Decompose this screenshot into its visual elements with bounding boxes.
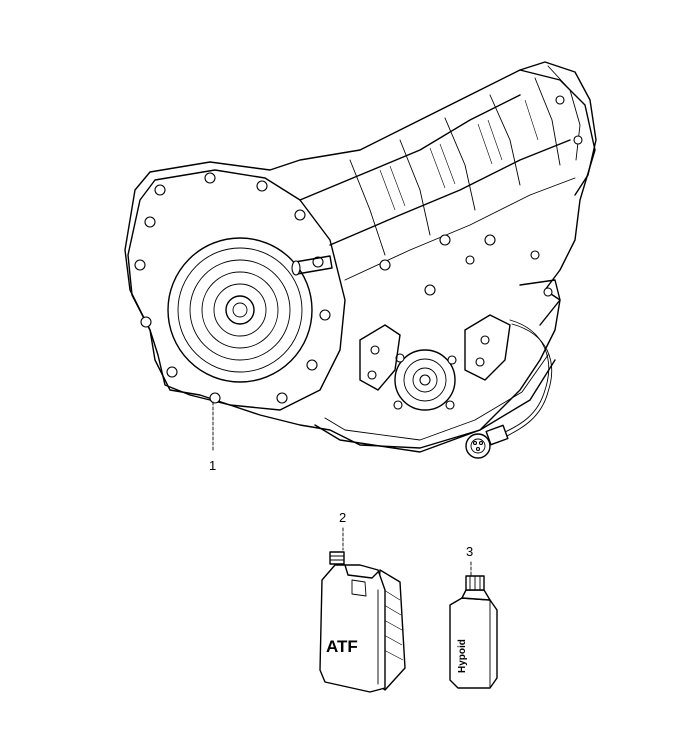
callout-1: 1 bbox=[209, 401, 216, 473]
callout-3: 3 bbox=[466, 544, 473, 576]
transmission-assembly bbox=[124, 61, 597, 459]
callout-3-label: 3 bbox=[466, 544, 473, 559]
hypoid-bottle: Hypoid bbox=[449, 575, 498, 689]
callout-2: 2 bbox=[339, 510, 346, 551]
electrical-connector bbox=[465, 424, 509, 459]
atf-container: ATF bbox=[319, 551, 406, 693]
hypoid-label: Hypoid bbox=[457, 639, 468, 673]
callout-2-label: 2 bbox=[339, 510, 346, 525]
atf-label: ATF bbox=[326, 637, 358, 656]
callout-1-label: 1 bbox=[209, 458, 216, 473]
